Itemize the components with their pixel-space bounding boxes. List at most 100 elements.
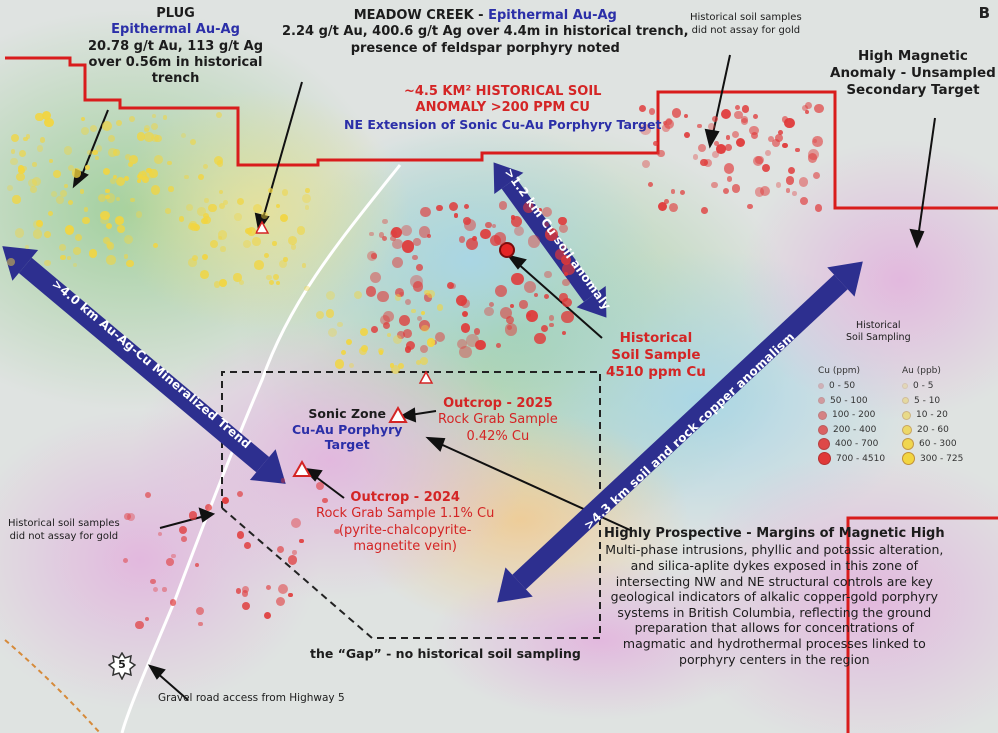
soil-sample-dot [304, 285, 311, 292]
soil-sample-dot [404, 299, 412, 306]
soil-sample-dot [25, 134, 31, 139]
soil-sample-dot [725, 144, 732, 151]
soil-sample-dot [108, 135, 116, 142]
soil-sample-dot [510, 215, 516, 220]
soil-sample-dot [32, 229, 43, 239]
soil-sample-dot [683, 113, 688, 119]
soil-sample-dot [197, 206, 206, 216]
soil-sample-dot [92, 149, 99, 156]
cu-legend-row: 200 - 400 [818, 423, 885, 438]
soil-sample-dot [6, 184, 14, 192]
soil-sample-dot [290, 518, 301, 529]
soil-sample-dot [235, 588, 242, 595]
soil-sample-dot [549, 315, 555, 321]
soil-sample-dot [812, 172, 820, 180]
gap-label: the “Gap” - no historical soil sampling [310, 646, 581, 661]
soil-sample-dot [106, 242, 115, 250]
soil-sample-dot [409, 274, 423, 288]
soil-sample-dot [543, 293, 549, 299]
soil-sample-dot [124, 513, 131, 520]
soil-sample-dot [326, 291, 336, 301]
soil-sample-dot [534, 332, 546, 344]
soil-sample-dot [534, 292, 539, 298]
soil-sample-dot [110, 177, 117, 185]
soil-sample-dot [423, 289, 430, 296]
soil-sample-dot [113, 149, 120, 156]
soil-sample-dot [418, 226, 431, 238]
soil-sample-dot [178, 525, 187, 534]
soil-sample-dot [523, 201, 535, 213]
soil-sample-dot [263, 252, 269, 259]
cu-legend-row: 0 - 50 [818, 379, 885, 394]
gravel-road [120, 164, 402, 733]
soil-sample-dot [169, 599, 177, 606]
soil-sample-dot [786, 176, 795, 185]
soil-sample-dot [208, 203, 217, 213]
soil-sample-dot [12, 195, 21, 204]
soil-sample-dot [198, 621, 203, 627]
au-legend-row: 20 - 60 [902, 423, 963, 438]
soil-sample-dot [129, 115, 135, 122]
soil-sample-dot [199, 270, 209, 279]
soil-sample-dot [774, 134, 784, 143]
soil-sample-dot [519, 300, 528, 309]
soil-sample-dot [64, 225, 75, 235]
au-legend-row: 60 - 300 [902, 437, 963, 452]
plug-label: PLUG Epithermal Au-Ag 20.78 g/t Au, 113 … [88, 6, 264, 86]
soil-sample-dot [400, 225, 412, 237]
soil-sample-dot [713, 140, 719, 146]
soil-sample-dot [509, 303, 515, 309]
soil-sample-dot [135, 210, 143, 218]
soil-sample-dot [242, 585, 250, 593]
soil-sample-dot [115, 196, 121, 202]
max-cu-sample [499, 242, 515, 258]
soil-sample-dot [98, 193, 107, 202]
soil-sample-dot [241, 590, 249, 597]
soil-sample-dot [151, 114, 156, 119]
cu-legend-label: 400 - 700 [835, 439, 879, 450]
soil-sample-dot [735, 138, 746, 148]
soil-sample-dot [562, 279, 570, 287]
soil-sample-dot [647, 182, 653, 187]
soil-sample-dot [731, 184, 741, 193]
soil-sample-dot [664, 199, 670, 205]
soil-sample-dot [144, 127, 149, 133]
soil-sample-dot [83, 207, 89, 212]
soil-sample-dot [189, 220, 197, 229]
soil-sample-dot [325, 309, 335, 318]
soil-sample-dot [423, 293, 433, 303]
soil-sample-dot [639, 104, 647, 112]
soil-sample-dot [447, 282, 455, 290]
outcrop-2025-label: Outcrop - 2025 Rock Grab Sample 0.42% Cu [438, 396, 558, 444]
soil-sample-dot [537, 207, 543, 212]
soil-sample-dot [185, 203, 193, 211]
soil-sample-dot [242, 239, 251, 248]
soil-sample-dot [242, 601, 251, 610]
soil-sample-dot [150, 578, 156, 585]
soil-sample-dot [787, 166, 796, 175]
soil-sample-dot [82, 216, 90, 225]
soil-sample-dot [420, 310, 426, 316]
soil-sample-dot [327, 327, 338, 338]
au-legend-dot [902, 383, 908, 390]
soil-sample-dot [105, 241, 113, 248]
soil-sample-dot [221, 496, 230, 505]
soil-no-gold-top-label: Historical soil samples did not assay fo… [690, 12, 802, 36]
soil-sample-dot [122, 557, 129, 564]
soil-sample-dot [765, 150, 772, 156]
soil-sample-dot [72, 262, 77, 267]
soil-sample-dot [48, 158, 54, 163]
soil-sample-dot [523, 280, 536, 293]
soil-sample-dot [135, 620, 144, 629]
soil-sample-dot [10, 149, 16, 155]
au-legend-row: 10 - 20 [902, 408, 963, 423]
soil-sample-dot [491, 224, 496, 229]
soil-sample-dot [280, 478, 286, 483]
soil-sample-dot [115, 176, 126, 187]
cu-legend-dot [818, 424, 828, 435]
soil-sample-dot [138, 170, 147, 180]
au-legend-dot [902, 397, 909, 405]
soil-sample-dot [144, 491, 151, 498]
soil-sample-dot [697, 144, 706, 153]
soil-sample-dot [527, 313, 532, 318]
